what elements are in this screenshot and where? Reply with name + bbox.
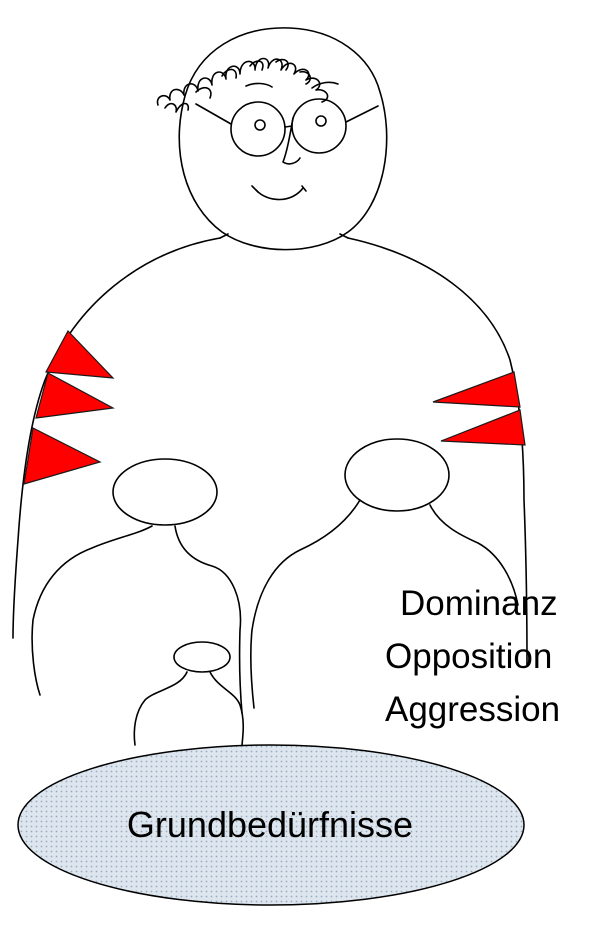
right-eyebrow (312, 82, 338, 88)
left-arm-triangle-1 (46, 331, 113, 378)
left-child-head (113, 459, 217, 525)
glasses-temple-right (346, 106, 378, 122)
small-child-head (174, 642, 230, 672)
label-dominanz: Dominanz (400, 584, 558, 623)
small-child-body (134, 672, 243, 745)
left-arm-triangle-3 (24, 428, 100, 484)
label-opposition: Opposition (385, 637, 552, 676)
adult-figure (13, 28, 527, 665)
small-child-figure (134, 642, 243, 745)
left-child-body-right (175, 526, 242, 713)
glasses-temple-left (196, 104, 231, 124)
right-child-body-left (251, 500, 360, 708)
label-aggression: Aggression (385, 690, 560, 729)
grundbeduerfnisse-label: Grundbedürfnisse (127, 804, 413, 845)
right-eye (316, 116, 326, 126)
left-eye (255, 120, 265, 130)
right-arm-triangle-1 (433, 372, 520, 407)
smile-corner-left (252, 186, 258, 192)
left-eyebrow (246, 83, 272, 87)
smile (256, 188, 303, 200)
left-child-body-left (32, 526, 152, 695)
right-arm-triangle-2 (441, 410, 525, 445)
left-arm-triangle-2 (36, 373, 113, 418)
left-child-figure (32, 459, 242, 713)
